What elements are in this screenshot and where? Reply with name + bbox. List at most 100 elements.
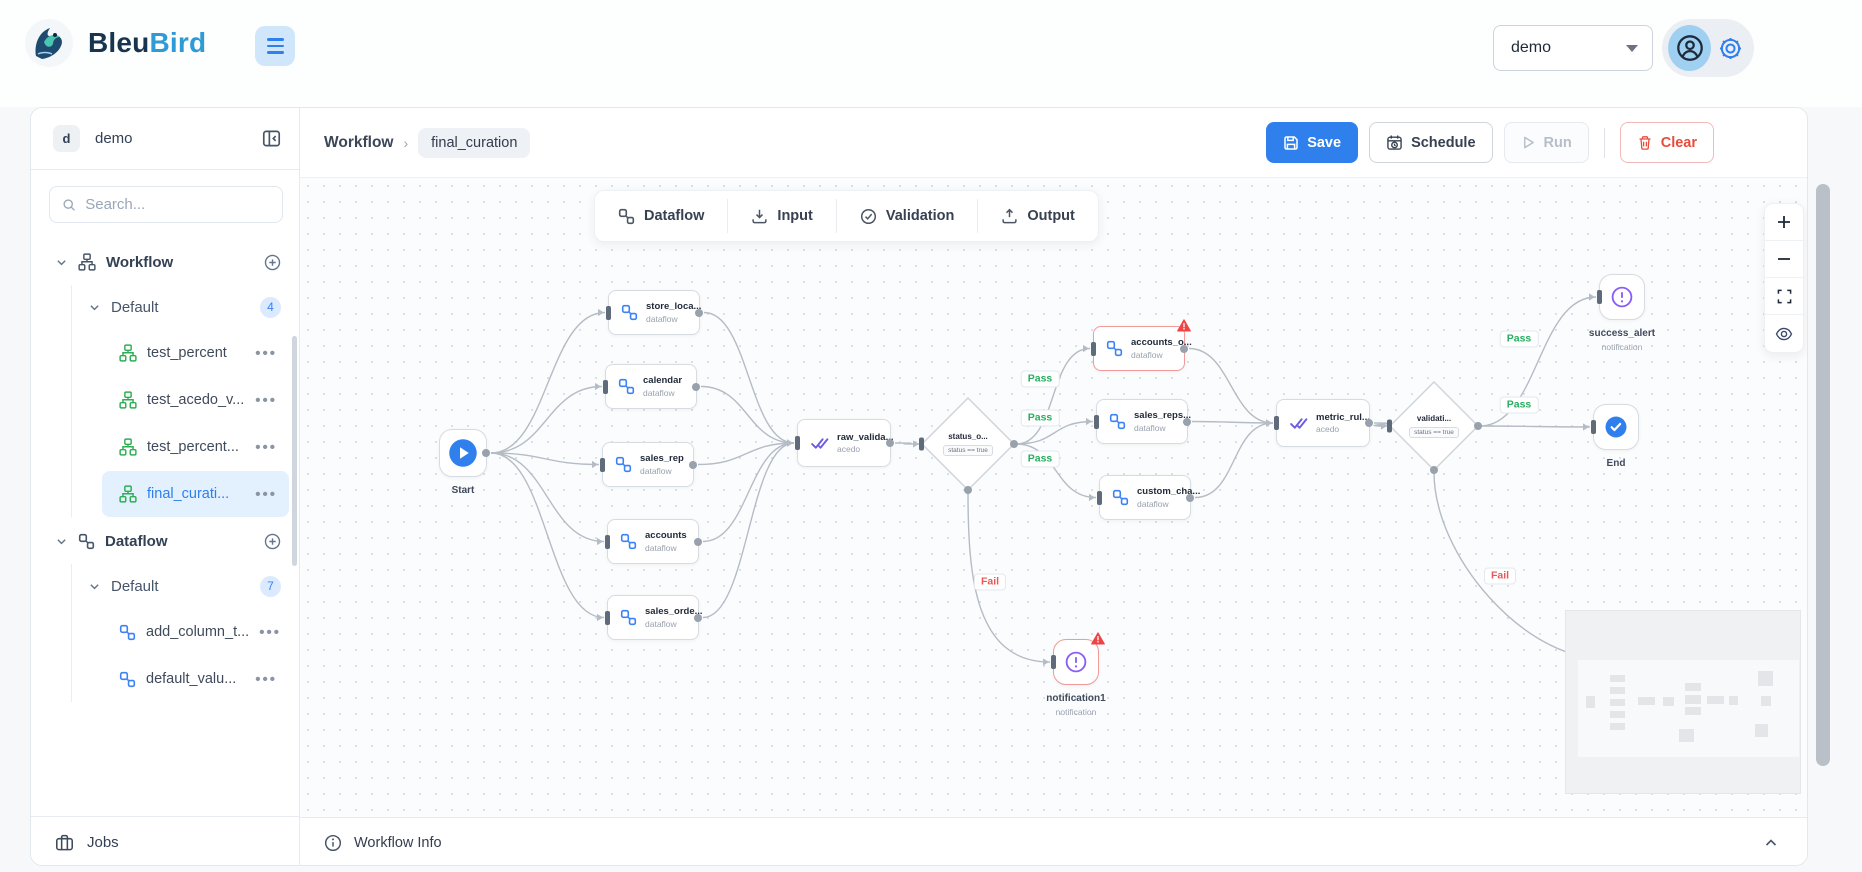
input-port[interactable] [795,436,800,450]
edge-label-pass: Pass [1499,330,1539,348]
tree-item-test-acedo-v-[interactable]: test_acedo_v...••• [102,377,289,423]
breadcrumb-root[interactable]: Workflow [324,133,394,151]
input-port[interactable] [1051,655,1056,669]
clear-button[interactable]: Clear [1619,122,1714,163]
settings-gear-icon[interactable] [1717,35,1744,62]
input-port[interactable] [1387,419,1392,433]
palette-item-dataflow[interactable]: Dataflow [595,191,727,241]
minimap[interactable] [1565,610,1801,794]
add-workflow-button[interactable] [264,254,281,271]
start-node[interactable]: Start [439,429,490,496]
tree-item-test-percent-[interactable]: test_percent...••• [102,424,289,470]
sidebar-scrollbar[interactable] [292,336,297,566]
palette-item-validation[interactable]: Validation [837,191,978,241]
node-custom_cha[interactable]: custom_cha...dataflow [1097,475,1200,520]
item-menu-icon[interactable]: ••• [255,485,277,503]
user-avatar[interactable] [1668,25,1711,71]
sidebar-search[interactable] [49,186,283,223]
sidebar-section-workflow[interactable]: Workflow [31,239,299,285]
tree-item-final-curati-[interactable]: final_curati...••• [102,471,289,517]
input-port[interactable] [605,534,610,549]
zoom-in-button[interactable] [1765,204,1803,241]
interactivity-button[interactable] [1765,315,1803,352]
fit-view-button[interactable] [1765,278,1803,315]
chevron-down-icon[interactable] [88,301,101,314]
sidebar-item-jobs[interactable]: Jobs [31,816,299,865]
output-port[interactable] [692,382,700,391]
sidebar-section-dataflow[interactable]: Dataflow [31,518,299,564]
chevron-down-icon[interactable] [55,535,68,548]
vertical-scrollbar[interactable] [1816,184,1830,766]
output-port[interactable] [886,439,894,447]
output-port[interactable] [1365,419,1373,427]
output-port[interactable] [1180,344,1188,353]
environment-select[interactable]: demo [1493,25,1653,71]
output-port[interactable] [1183,417,1191,426]
chevron-down-icon[interactable] [55,256,68,269]
chevron-down-icon[interactable] [88,580,101,593]
node-text: metric_rul...acedo [1316,412,1370,435]
input-port[interactable] [1091,341,1096,356]
node-sales_reps[interactable]: sales_reps...dataflow [1094,399,1191,444]
schedule-button[interactable]: Schedule [1369,122,1493,163]
node-sales_orde[interactable]: sales_orde...dataflow [605,595,703,640]
palette-item-input[interactable]: Input [728,191,835,241]
input-port[interactable] [1097,490,1102,505]
add-dataflow-button[interactable] [264,533,281,550]
item-menu-icon[interactable]: ••• [255,391,277,409]
palette-item-output[interactable]: Output [978,191,1098,241]
input-port[interactable] [605,610,610,625]
node-metric_rul[interactable]: metric_rul...acedo [1274,399,1373,447]
input-port[interactable] [1274,416,1279,430]
tree-item-default-valu-[interactable]: default_valu...••• [102,656,289,702]
input-port[interactable] [1591,420,1596,434]
output-port[interactable] [1010,440,1018,448]
decision-node-validati[interactable]: validati...status == true [1387,380,1482,474]
output-port[interactable] [694,537,702,546]
node-end[interactable]: End [1591,404,1639,469]
tree-item-test-percent[interactable]: test_percent••• [102,330,289,376]
fail-port[interactable] [964,486,972,494]
workflow-info-bar[interactable]: Workflow Info [300,817,1807,865]
input-port[interactable] [600,457,605,472]
fail-port[interactable] [1430,466,1438,474]
chevron-up-icon[interactable] [1763,835,1779,851]
output-port[interactable] [1474,422,1482,430]
search-input[interactable] [85,196,270,213]
zoom-out-button[interactable] [1765,241,1803,278]
menu-toggle-button[interactable] [255,26,295,66]
decision-node-status_o[interactable]: status_o...status == true [919,396,1018,494]
input-port[interactable] [1094,414,1099,429]
tree-item-add-column-t-[interactable]: add_column_t...••• [102,609,289,655]
node-accounts_o[interactable]: accounts_o...dataflow [1091,319,1192,371]
input-port[interactable] [1597,290,1602,304]
node-raw_valida[interactable]: raw_valida...acedo [795,419,894,467]
output-port[interactable] [695,308,703,317]
input-port[interactable] [603,379,608,394]
node-store_loca[interactable]: store_loca...dataflow [606,290,703,335]
item-menu-icon[interactable]: ••• [259,623,281,641]
node-text: sales_orde...dataflow [645,606,703,629]
output-port[interactable] [1186,493,1194,502]
sidebar-collapse-icon[interactable] [262,129,281,148]
item-menu-icon[interactable]: ••• [255,670,277,688]
input-port[interactable] [606,305,611,320]
output-port[interactable] [694,613,702,622]
output-port[interactable] [689,460,697,469]
save-button[interactable]: Save [1266,122,1359,163]
item-menu-icon[interactable]: ••• [255,438,277,456]
output-port[interactable] [482,449,490,457]
item-menu-icon[interactable]: ••• [255,344,277,362]
run-button[interactable]: Run [1503,122,1589,163]
flow-edge [1015,347,1091,445]
input-port[interactable] [919,437,924,451]
